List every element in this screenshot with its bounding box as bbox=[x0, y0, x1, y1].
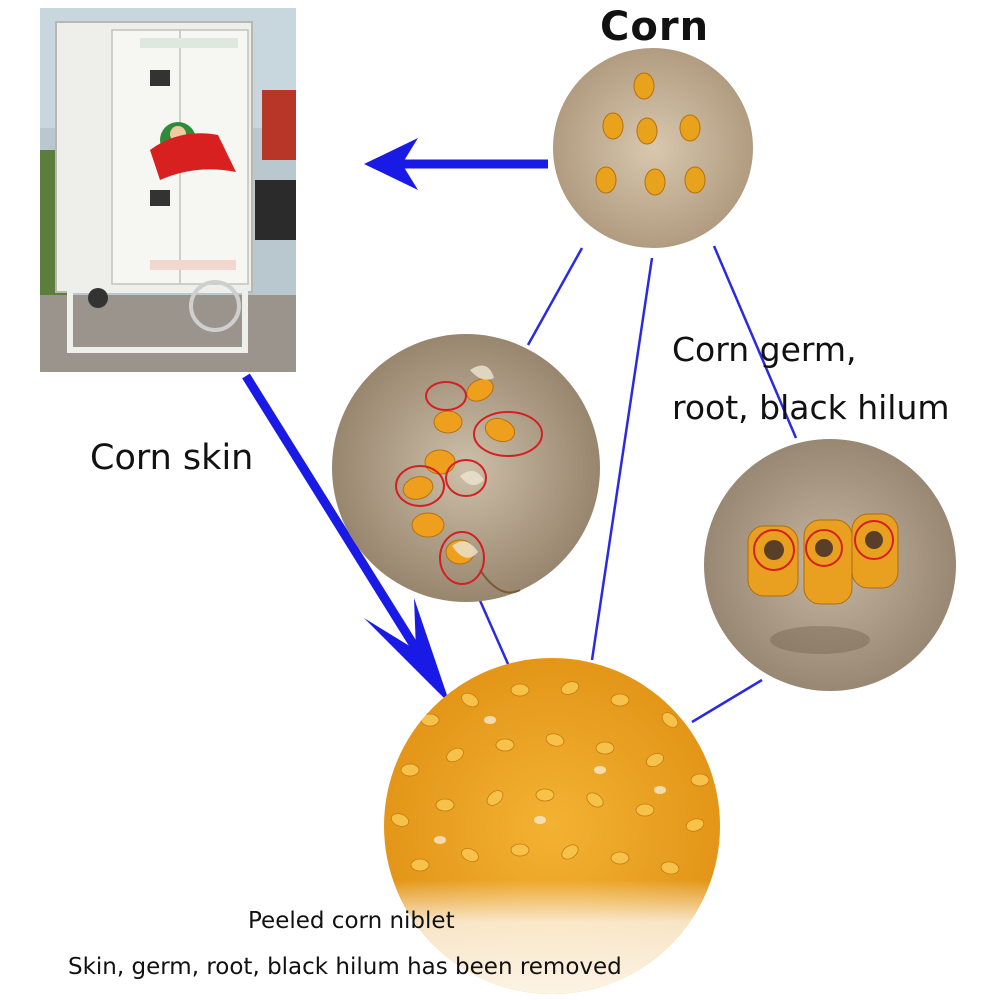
corn-germ-photo bbox=[704, 439, 956, 691]
label-corn: Corn bbox=[600, 4, 710, 50]
corn-kernels-photo bbox=[553, 48, 753, 248]
label-skin: Corn skin bbox=[90, 438, 254, 478]
caption-line2: Skin, germ, root, black hilum has been r… bbox=[68, 954, 622, 980]
label-germ-line2: root, black hilum bbox=[672, 388, 950, 427]
corn-skin-photo bbox=[332, 334, 600, 602]
machine-photo bbox=[40, 8, 296, 372]
label-germ-line1: Corn germ, bbox=[672, 330, 857, 369]
connector-lines bbox=[476, 245, 798, 724]
caption-line1: Peeled corn niblet bbox=[248, 908, 455, 934]
arrow-to-machine bbox=[364, 138, 548, 190]
peeled-niblets-photo bbox=[384, 658, 720, 994]
arrow-to-result bbox=[242, 373, 450, 704]
